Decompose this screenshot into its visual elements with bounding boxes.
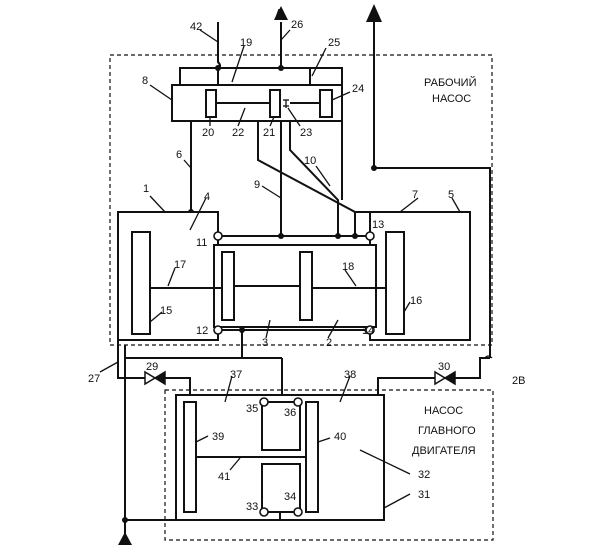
main-pump-label-2: ГЛАВНОГО xyxy=(418,425,476,437)
spool-20 xyxy=(205,89,217,118)
label-a: A xyxy=(274,7,286,24)
check-valve-29 xyxy=(144,370,166,386)
spool-21 xyxy=(269,89,281,118)
valve-36 xyxy=(293,397,303,407)
num-14: 14 xyxy=(362,325,374,337)
chamber-upper xyxy=(261,401,301,451)
outlet-line xyxy=(374,167,491,358)
num-37: 37 xyxy=(230,369,242,381)
valve-35 xyxy=(259,397,269,407)
num-21: 21 xyxy=(263,127,275,139)
num-30: 30 xyxy=(438,361,450,373)
num-15: 15 xyxy=(160,305,172,317)
num-2: 2 xyxy=(326,337,332,349)
valve-34 xyxy=(293,507,303,517)
num-41: 41 xyxy=(218,471,230,483)
piston-16 xyxy=(385,231,405,335)
piston-3b xyxy=(299,251,313,321)
piston-24 xyxy=(319,89,333,118)
pipe-42 xyxy=(217,22,221,85)
valve-12 xyxy=(213,325,223,335)
pipe-6 xyxy=(118,170,192,213)
main-pump-label-1: НАСОС xyxy=(424,405,463,417)
piston-39 xyxy=(183,401,197,513)
num-27: 27 xyxy=(88,373,100,385)
num-12: 12 xyxy=(196,325,208,337)
piston-15 xyxy=(131,231,151,335)
pipe-29-out xyxy=(165,377,191,395)
num-31: 31 xyxy=(418,489,430,501)
num-29: 29 xyxy=(146,361,158,373)
num-26: 26 xyxy=(291,19,303,31)
main-pump-label-3: ДВИГАТЕЛЯ xyxy=(412,445,476,457)
num-39: 39 xyxy=(212,431,224,443)
num-24: 24 xyxy=(352,83,364,95)
num-33: 33 xyxy=(246,501,258,513)
working-pump-label-2: НАСОС xyxy=(432,93,471,105)
num-19: 19 xyxy=(240,37,252,49)
num-36: 36 xyxy=(284,407,296,419)
main-pump-boundary xyxy=(164,389,494,541)
piston-3a xyxy=(221,251,235,321)
pipe-10 xyxy=(257,121,356,236)
num-20: 20 xyxy=(202,127,214,139)
frame-25 xyxy=(179,67,343,85)
num-16: 16 xyxy=(410,295,422,307)
pipe-10b xyxy=(289,121,339,236)
num-32: 32 xyxy=(418,469,430,481)
num-40: 40 xyxy=(334,431,346,443)
piston-40 xyxy=(305,401,319,513)
num-38: 38 xyxy=(344,369,356,381)
num-13: 13 xyxy=(372,219,384,231)
valve-33 xyxy=(259,507,269,517)
leader-lines xyxy=(99,29,461,509)
num-3: 3 xyxy=(262,337,268,349)
num-22: 22 xyxy=(232,127,244,139)
chamber-lower xyxy=(261,463,301,513)
num-18: 18 xyxy=(342,261,354,273)
num-17: 17 xyxy=(174,259,186,271)
num-42: 42 xyxy=(190,21,202,33)
valve-11 xyxy=(213,231,223,241)
pipe-30-out xyxy=(377,377,435,395)
num-25: 25 xyxy=(328,37,340,49)
num-6: 6 xyxy=(176,149,182,161)
num-10: 10 xyxy=(304,155,316,167)
working-pump-label-1: РАБОЧИЙ xyxy=(424,76,477,89)
num-5: 5 xyxy=(448,189,454,201)
valve-13 xyxy=(365,231,375,241)
num-35: 35 xyxy=(246,403,258,415)
num-23: 23 xyxy=(300,127,312,139)
num-4: 4 xyxy=(204,191,210,203)
num-9: 9 xyxy=(254,179,260,191)
inlet-arrow-bottom xyxy=(118,517,132,545)
num-11: 11 xyxy=(196,237,207,249)
pipe-30-in xyxy=(455,357,490,379)
arrow-a xyxy=(274,6,288,68)
label-2b: 2В xyxy=(512,375,525,387)
num-34: 34 xyxy=(284,491,296,503)
num-7: 7 xyxy=(412,189,418,201)
outlet-arrow-right xyxy=(366,4,382,168)
pipe-27 xyxy=(117,340,145,379)
valve-14 xyxy=(365,325,375,335)
num-1: 1 xyxy=(143,183,149,195)
num-8: 8 xyxy=(142,75,148,87)
working-pump-boundary xyxy=(109,54,493,346)
check-valve-30 xyxy=(434,370,456,386)
